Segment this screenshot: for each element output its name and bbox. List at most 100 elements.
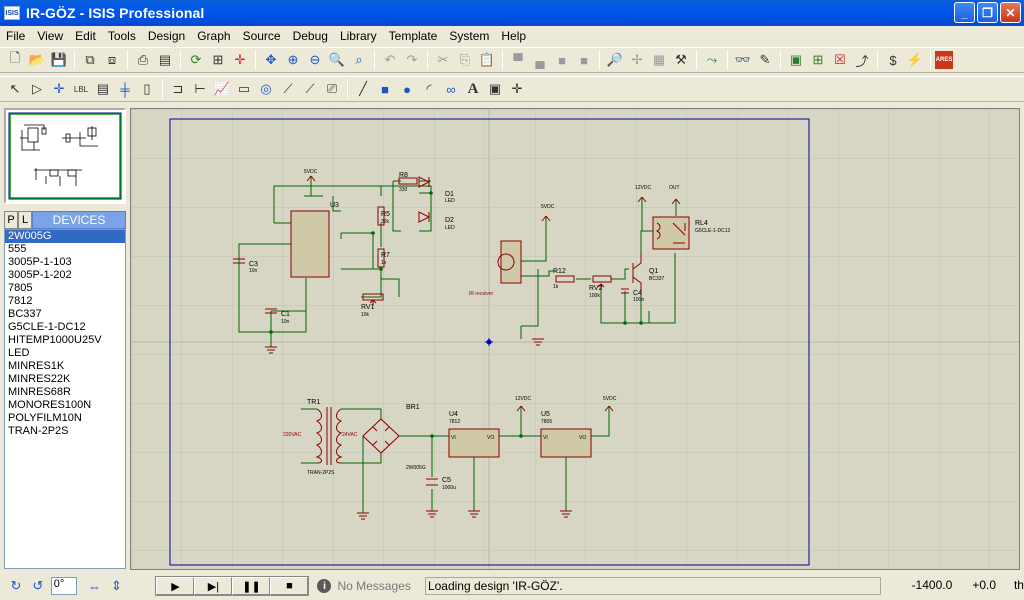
menu-debug[interactable]: Debug <box>292 29 328 43</box>
undo-icon[interactable]: ↶ <box>384 52 396 67</box>
block-move-icon[interactable]: ▄ <box>535 52 545 68</box>
menu-design[interactable]: Design <box>147 29 186 43</box>
path-icon[interactable]: ∞ <box>446 81 456 97</box>
device-list-item[interactable]: POLYFILM10N <box>8 412 82 424</box>
grid-icon[interactable]: ⊞ <box>212 52 224 67</box>
zoom-area-icon[interactable]: ⌕ <box>355 52 363 67</box>
copy-icon[interactable]: ⎘ <box>459 52 471 67</box>
device-list-item[interactable]: MINRES22K <box>8 373 71 385</box>
messages-area[interactable]: i No Messages <box>317 577 412 595</box>
mirror-horizontal-icon[interactable]: ⇔ <box>88 578 102 594</box>
q1-transistor[interactable] <box>632 253 642 293</box>
netlist-to-ares-icon[interactable]: ARES <box>935 51 953 69</box>
minimize-button[interactable]: _ <box>954 2 975 23</box>
tape-recorder-icon[interactable]: ▭ <box>237 81 251 96</box>
c5-capacitor[interactable] <box>426 478 438 486</box>
rotation-angle-field[interactable]: 0° <box>50 577 77 595</box>
device-list-item[interactable]: 7812 <box>8 295 33 307</box>
zoom-in-icon[interactable]: ⊕ <box>287 52 299 67</box>
component-mode-icon[interactable]: ▷ <box>32 81 42 96</box>
device-list-item[interactable]: LED <box>8 347 30 359</box>
stop-button[interactable]: ■ <box>270 577 309 595</box>
block-delete-icon[interactable]: ■ <box>580 52 588 68</box>
br1-bridge-rectifier[interactable] <box>362 418 400 454</box>
r12-resistor[interactable] <box>555 275 575 283</box>
marker-icon[interactable]: ✛ <box>511 81 523 96</box>
refresh-icon[interactable]: ⟳ <box>190 52 202 67</box>
device-pins-icon[interactable]: ⊢ <box>194 81 206 96</box>
d2-led[interactable] <box>418 211 431 223</box>
graph-icon[interactable]: 📈 <box>213 81 231 96</box>
c4-capacitor[interactable] <box>621 288 629 294</box>
schematic-canvas[interactable]: 5VDC U3 R8 330 D1 LED D2 LED R5 22k R7 1… <box>130 108 1020 570</box>
device-list-item[interactable]: 555 <box>8 243 27 255</box>
device-list-item[interactable]: MONORES100N <box>8 399 92 411</box>
device-list-item[interactable]: G5CLE-1-DC12 <box>8 321 86 333</box>
play-button[interactable]: ▶ <box>156 577 195 595</box>
pick-devices-button[interactable]: P <box>4 211 18 229</box>
device-list-item[interactable]: 3005P-1-202 <box>8 269 72 281</box>
make-device-icon[interactable]: ✢ <box>631 52 643 67</box>
rotate-anticlockwise-icon[interactable]: ↺ <box>32 578 44 593</box>
device-list-item[interactable]: MINRES68R <box>8 386 71 398</box>
box-icon[interactable]: ■ <box>381 81 389 97</box>
close-button[interactable]: ✕ <box>1000 2 1021 23</box>
menu-graph[interactable]: Graph <box>197 29 231 43</box>
zoom-all-icon[interactable]: 🔍 <box>328 52 346 67</box>
u3-555-timer[interactable] <box>290 210 330 278</box>
c3-capacitor[interactable] <box>233 258 245 264</box>
mirror-vertical-icon[interactable]: ⇕ <box>111 578 122 593</box>
bill-of-materials-icon[interactable]: $ <box>889 52 897 68</box>
restore-button[interactable]: ❐ <box>977 2 998 23</box>
c1-capacitor[interactable] <box>265 308 277 314</box>
r7-resistor[interactable] <box>377 248 385 268</box>
pause-button[interactable]: ❚❚ <box>232 577 271 595</box>
decompose-icon[interactable]: ⚒ <box>675 52 687 67</box>
block-copy-icon[interactable]: ▀ <box>513 52 523 68</box>
pan-icon[interactable]: ✥ <box>265 52 277 67</box>
save-icon[interactable]: 💾 <box>50 52 68 67</box>
add-sheet-icon[interactable]: ⊞ <box>812 52 824 67</box>
search-tag-icon[interactable]: 👓 <box>734 52 752 67</box>
ir-receiver[interactable] <box>500 240 522 284</box>
d1-led[interactable] <box>418 176 431 188</box>
tr1-transformer[interactable] <box>315 407 343 465</box>
redo-icon[interactable]: ↷ <box>406 52 418 67</box>
symbol-icon[interactable]: ▣ <box>488 81 502 96</box>
remove-sheet-icon[interactable]: ☒ <box>834 52 846 67</box>
device-list-item[interactable]: 2W005G <box>5 230 125 243</box>
rv2-potentiometer[interactable] <box>592 275 612 283</box>
overview-window[interactable] <box>4 108 126 204</box>
package-icon[interactable]: ▦ <box>652 52 666 67</box>
r5-resistor[interactable] <box>377 206 385 226</box>
r8-resistor[interactable] <box>398 177 418 185</box>
menu-source[interactable]: Source <box>242 29 281 43</box>
voltage-probe-icon[interactable]: ⟋ <box>283 81 293 96</box>
origin-icon[interactable]: ✛ <box>234 52 246 67</box>
u4-7812-regulator[interactable] <box>448 428 500 458</box>
u5-7805-regulator[interactable] <box>540 428 592 458</box>
paste-icon[interactable]: 📋 <box>478 52 496 67</box>
selection-mode-icon[interactable]: ↖ <box>9 81 21 96</box>
new-file-icon[interactable]: 🗋 <box>9 50 21 65</box>
wire-autorouter-icon[interactable]: ⤳ <box>706 52 718 67</box>
generator-icon[interactable]: ◎ <box>260 81 272 96</box>
device-list-item[interactable]: BC337 <box>8 308 42 320</box>
line-icon[interactable]: ╱ <box>359 81 367 96</box>
electrical-check-icon[interactable]: ⚡ <box>906 52 924 67</box>
print-icon[interactable]: ⎙ <box>137 52 149 67</box>
block-rotate-icon[interactable]: ■ <box>558 52 566 68</box>
import-icon[interactable]: ⧉ <box>85 52 95 67</box>
device-list-item[interactable]: 7805 <box>8 282 33 294</box>
current-probe-icon[interactable]: ⟋ <box>305 81 315 96</box>
device-list-item[interactable]: TRAN-2P2S <box>8 425 69 437</box>
rotate-clockwise-icon[interactable]: ↻ <box>10 578 22 593</box>
wire-label-icon[interactable]: LBL <box>73 84 89 94</box>
exit-to-parent-icon[interactable]: ⤴ <box>855 53 869 69</box>
menu-tools[interactable]: Tools <box>107 29 136 43</box>
step-button[interactable]: ▶| <box>194 577 233 595</box>
export-icon[interactable]: ⧈ <box>107 52 117 67</box>
junction-dot-icon[interactable]: ✛ <box>53 81 65 96</box>
menu-template[interactable]: Template <box>388 29 438 43</box>
